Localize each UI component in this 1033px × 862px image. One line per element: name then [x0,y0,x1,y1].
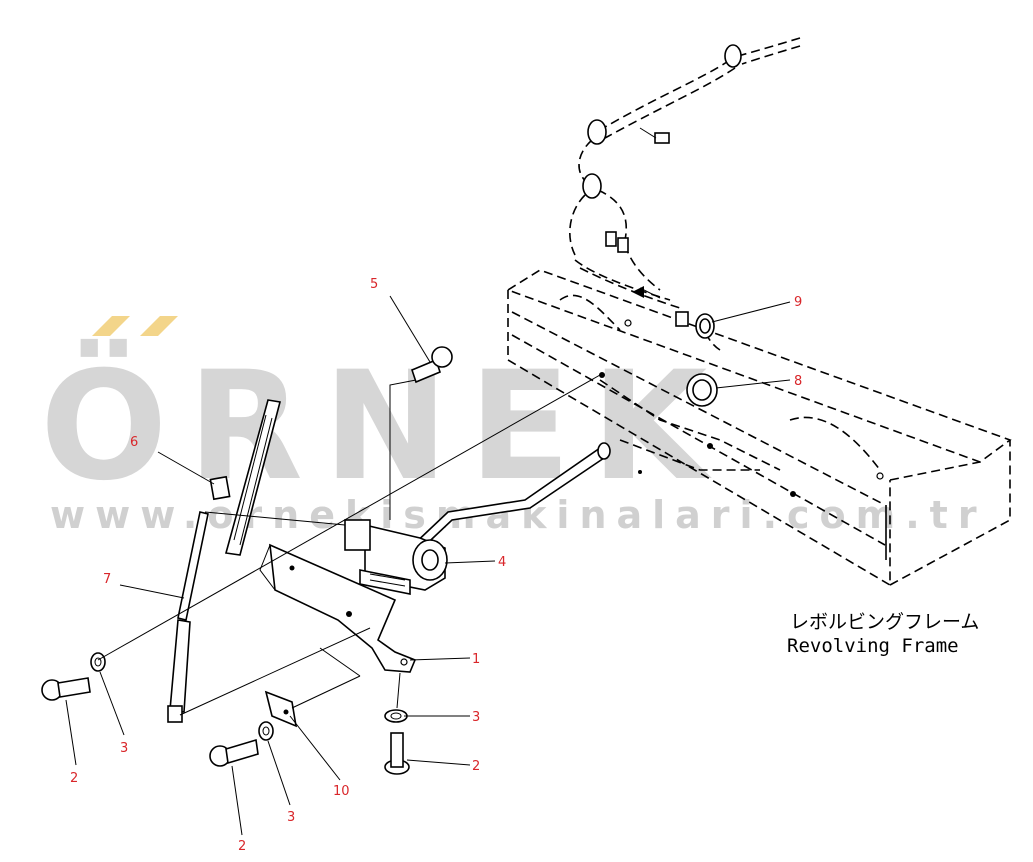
callout-8: 8 [794,374,802,389]
part-3-washers [90,652,408,741]
callout-2c: 2 [472,759,480,774]
part-5-bolt [411,346,453,384]
assembly-lines [97,374,601,716]
callout-10: 10 [333,784,350,799]
part-8-grommet [686,373,718,407]
revolving-frame [506,269,1012,587]
frame-label-japanese: レボルビングフレーム [790,611,979,633]
part-4-actuator [344,519,448,595]
frame-label-english: Revolving Frame [787,635,959,657]
watermark-accent-left [92,316,130,336]
callout-2b: 2 [238,839,246,854]
watermark-accent-right [140,316,178,336]
callout-2a: 2 [70,771,78,786]
callout-5: 5 [370,277,378,292]
callout-4: 4 [498,555,506,570]
callout-7: 7 [103,572,111,587]
part-6-wiper-blade [209,399,281,556]
part-2-bolts [41,677,410,775]
callout-leaders [65,295,791,836]
callout-9: 9 [794,295,802,310]
part-1-bracket [259,543,417,673]
frame-label: レボルビングフレーム Revolving Frame [787,611,979,657]
callout-6: 6 [130,435,138,450]
callout-numbers: 1 2 2 2 3 3 3 4 5 6 7 8 9 10 [70,277,802,854]
wire-harness [569,37,801,351]
callout-3a: 3 [120,741,128,756]
part-9-clip [695,313,715,339]
watermark-url: www.ornekismakinalari.com.tr [50,493,987,537]
callout-3c: 3 [472,710,480,725]
callout-1: 1 [472,652,480,667]
part-10-clip [264,690,298,728]
part-7-wiper-arm [167,511,209,723]
watermark-brand: ÖRNEK [40,338,727,514]
callout-3b: 3 [287,810,295,825]
